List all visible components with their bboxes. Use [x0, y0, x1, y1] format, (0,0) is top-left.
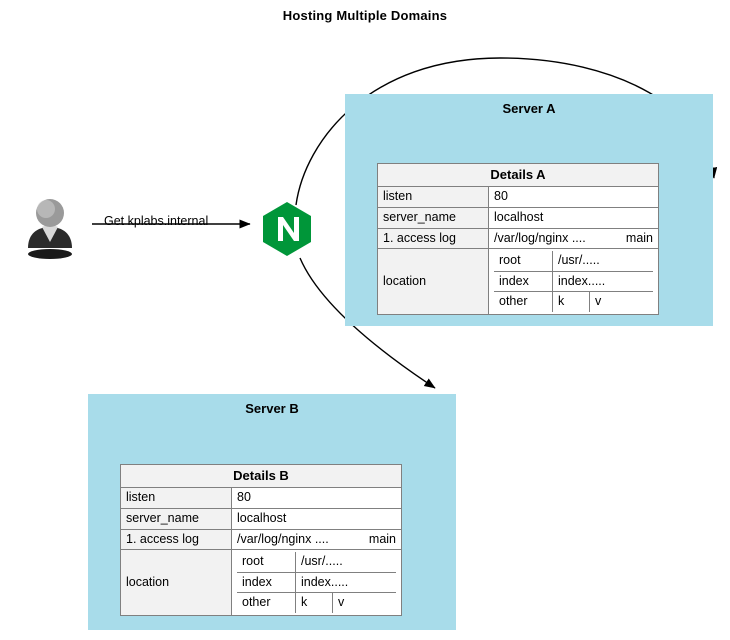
table-row: server_name localhost: [377, 206, 659, 229]
row-label-access-log: 1. access log: [377, 227, 489, 250]
row-value-access-log: /var/log/nginx .... main: [231, 528, 402, 551]
sub-value-root: /usr/.....: [552, 251, 653, 272]
row-label-listen: listen: [377, 186, 489, 208]
nginx-logo-icon: [263, 202, 311, 256]
sub-key-index: index: [237, 571, 296, 594]
sub-row: other k v: [237, 592, 396, 613]
sub-key-other: other: [237, 592, 296, 613]
sub-value-other-k: k: [295, 592, 333, 613]
access-log-format: main: [625, 230, 653, 245]
access-log-format: main: [368, 531, 396, 546]
sub-row: root /usr/.....: [494, 251, 653, 272]
server-b-details-table: Details B listen 80 server_name localhos…: [120, 463, 402, 616]
details-b-caption: Details B: [120, 463, 402, 489]
server-a-details-table: Details A listen 80 server_name localhos…: [377, 162, 659, 315]
sub-key-root: root: [494, 251, 553, 272]
details-a-caption: Details A: [377, 162, 659, 188]
sub-value-other-v: v: [332, 592, 396, 613]
user-icon: [28, 199, 72, 259]
server-b-title: Server B: [245, 401, 299, 416]
page-title: Hosting Multiple Domains: [282, 8, 448, 23]
table-row: 1. access log /var/log/nginx .... main: [120, 528, 402, 551]
sub-value-index: index.....: [552, 270, 653, 293]
sub-value-other-v: v: [589, 291, 653, 312]
row-label-access-log: 1. access log: [120, 528, 232, 551]
table-row: listen 80: [377, 186, 659, 208]
table-row: location root /usr/..... index index....…: [120, 549, 402, 616]
table-row: server_name localhost: [120, 507, 402, 530]
table-row: 1. access log /var/log/nginx .... main: [377, 227, 659, 250]
location-subtable: root /usr/..... index index..... other k…: [494, 251, 653, 312]
sub-key-index: index: [494, 270, 553, 293]
sub-value-other-k: k: [552, 291, 590, 312]
sub-row: index index.....: [237, 571, 396, 594]
request-label: Get kplabs.internal: [104, 214, 209, 228]
sub-row: root /usr/.....: [237, 552, 396, 573]
location-subtable: root /usr/..... index index..... other k…: [237, 552, 396, 613]
access-log-path: /var/log/nginx ....: [494, 230, 586, 245]
table-row: listen 80: [120, 487, 402, 509]
sub-row: other k v: [494, 291, 653, 312]
sub-value-index: index.....: [295, 571, 396, 594]
table-caption-row: Details B: [120, 463, 402, 489]
row-label-listen: listen: [120, 487, 232, 509]
sub-value-root: /usr/.....: [295, 552, 396, 573]
row-value-server-name: localhost: [231, 507, 402, 530]
row-value-server-name: localhost: [488, 206, 659, 229]
access-log-path: /var/log/nginx ....: [237, 531, 329, 546]
row-label-server-name: server_name: [120, 507, 232, 530]
table-row: location root /usr/..... index index....…: [377, 248, 659, 315]
row-label-server-name: server_name: [377, 206, 489, 229]
location-subtable-cell: root /usr/..... index index..... other k…: [488, 248, 659, 315]
table-caption-row: Details A: [377, 162, 659, 188]
row-label-location: location: [377, 248, 489, 315]
server-a-title: Server A: [502, 101, 556, 116]
sub-key-other: other: [494, 291, 553, 312]
row-label-location: location: [120, 549, 232, 616]
row-value-listen: 80: [488, 186, 659, 208]
row-value-listen: 80: [231, 487, 402, 509]
location-subtable-cell: root /usr/..... index index..... other k…: [231, 549, 402, 616]
sub-row: index index.....: [494, 270, 653, 293]
row-value-access-log: /var/log/nginx .... main: [488, 227, 659, 250]
sub-key-root: root: [237, 552, 296, 573]
